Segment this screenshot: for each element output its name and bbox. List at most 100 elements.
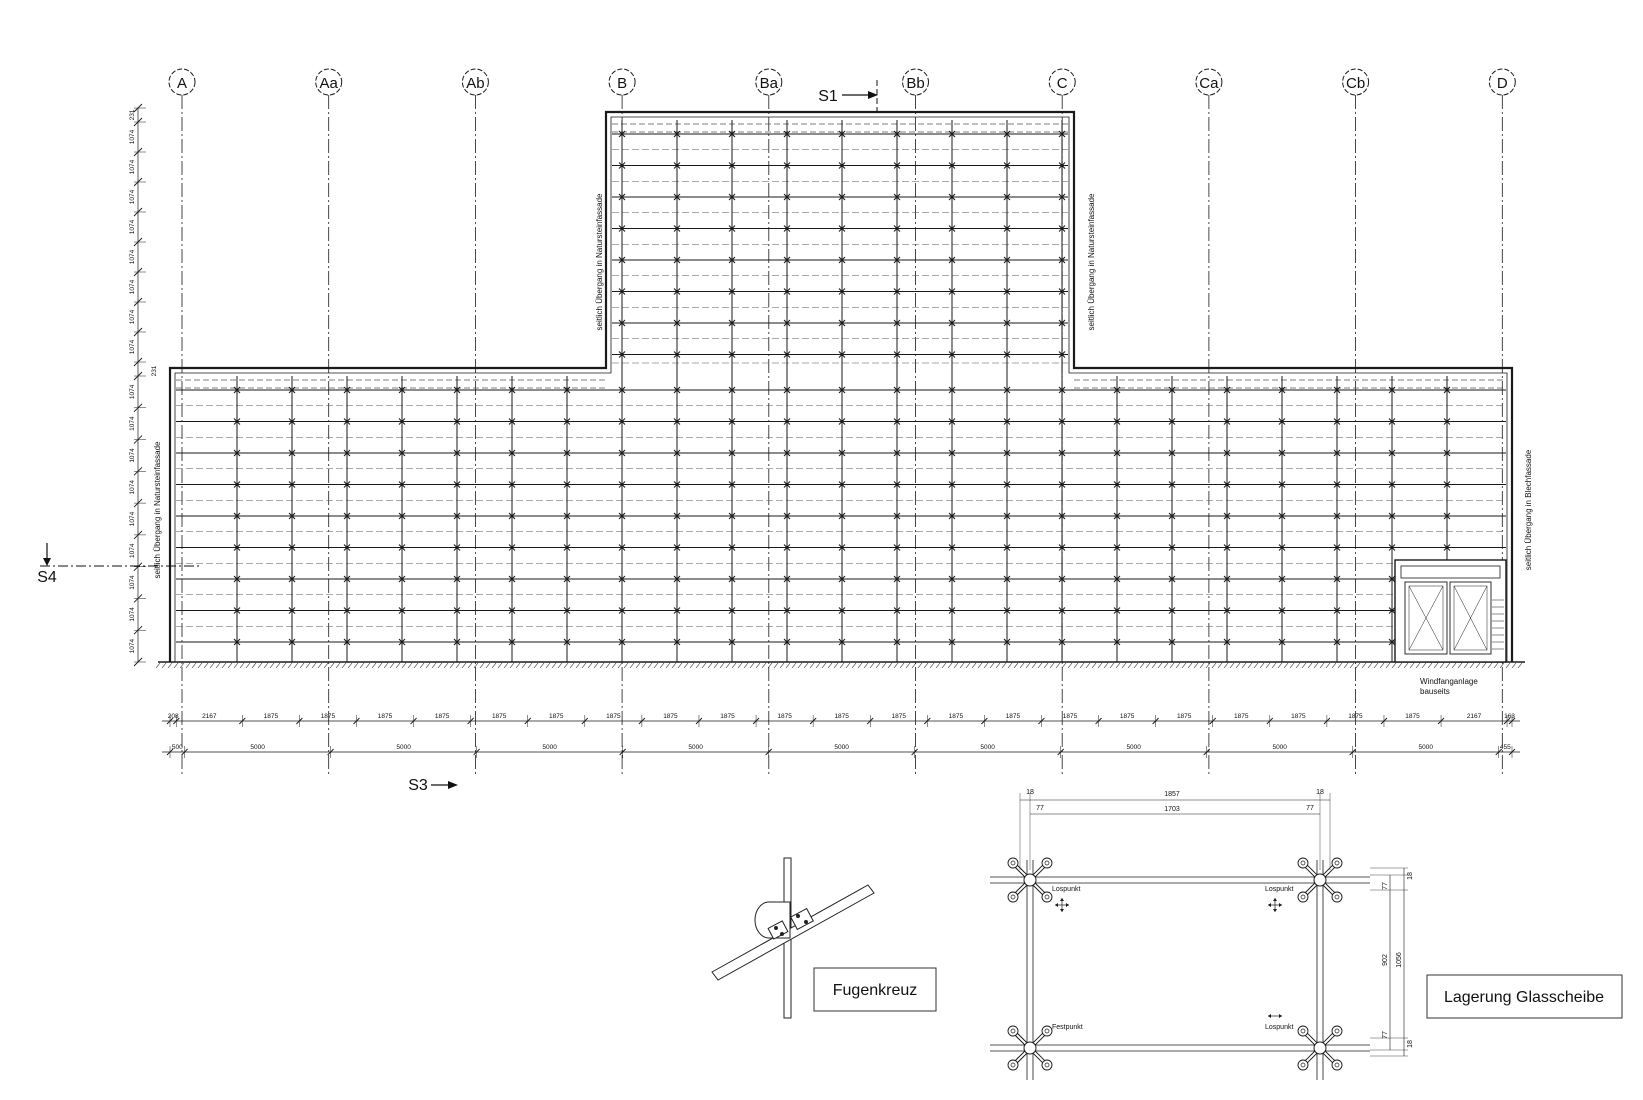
fitting-cross-marker (233, 481, 241, 488)
fitting-cross-marker (783, 193, 791, 201)
dim-segment-label: 5000 (834, 744, 849, 751)
fitting-cross-marker (233, 638, 241, 646)
vdim-low-row: 1074 (129, 511, 136, 526)
fitting-cross-marker (1113, 418, 1121, 425)
fitting-cross-marker (1168, 386, 1176, 394)
glass-panel-grid (176, 120, 1506, 662)
fitting-cross-marker (1168, 638, 1176, 646)
vdim-tower-row: 1074 (129, 339, 136, 354)
point-label-bottom-right: Lospunkt (1265, 1024, 1293, 1031)
fitting-cross-marker (728, 351, 736, 358)
fitting-cross-marker (948, 351, 956, 358)
fitting-cross-marker (1388, 575, 1396, 583)
dim-segment-label: 5000 (1126, 744, 1141, 751)
dim-right-77-bottom: 77 (1382, 1031, 1389, 1039)
fitting-cross-marker (1333, 481, 1341, 488)
facade-elevation (155, 110, 1525, 669)
fitting-cross-marker (1058, 512, 1066, 520)
grid-axis-label: Cb (1346, 75, 1365, 92)
fitting-cross-marker (288, 607, 296, 614)
fitting-cross-marker (1003, 319, 1011, 327)
section-label-s4: S4 (37, 569, 57, 586)
dim-902: 902 (1382, 954, 1389, 966)
fitting-cross-marker (948, 256, 956, 264)
dim-segment-label: 500 (172, 744, 183, 751)
facade-outline (168, 110, 1514, 662)
fitting-cross-marker (783, 512, 791, 520)
dim-18-left: 18 (1026, 789, 1034, 796)
fitting-cross-marker (783, 607, 791, 614)
fitting-cross-marker (453, 575, 461, 583)
entrance-note-line2: bauseits (1420, 687, 1450, 696)
dim-segment-label: 1875 (1006, 713, 1021, 720)
dim-segment-label: 1875 (321, 713, 336, 720)
dim-segment-label: 1875 (1063, 713, 1078, 720)
fitting-cross-marker (343, 386, 351, 394)
fitting-cross-marker (783, 319, 791, 327)
fitting-cross-marker (288, 481, 296, 488)
dim-segment-label: 1875 (1120, 713, 1135, 720)
fitting-cross-marker (1388, 386, 1396, 394)
fitting-cross-marker (1333, 386, 1341, 394)
section-label-s1: S1 (818, 88, 838, 105)
grid-axis-label: Ca (1199, 75, 1219, 92)
grid-axis-ca: Ca (1195, 68, 1223, 775)
vdim-low-row: 1074 (129, 384, 136, 399)
fitting-cross-marker (728, 288, 736, 295)
fitting-cross-marker (948, 288, 956, 295)
fitting-cross-marker (1003, 638, 1011, 646)
section-marker-s1: S1 (818, 80, 878, 112)
fitting-cross-marker (1003, 130, 1011, 138)
fitting-cross-marker (1168, 544, 1176, 551)
fitting-cross-marker (673, 544, 681, 551)
fitting-cross-marker (233, 386, 241, 394)
fitting-cross-marker (728, 319, 736, 327)
fitting-cross-marker (948, 162, 956, 169)
fitting-cross-marker (453, 607, 461, 614)
fitting-cross-marker (1388, 512, 1396, 520)
fitting-cross-marker (1113, 449, 1121, 457)
fitting-cross-marker (1443, 544, 1451, 551)
fitting-cross-marker (838, 162, 846, 169)
vdim-tower-row: 1074 (129, 189, 136, 204)
fitting-cross-marker (1113, 481, 1121, 488)
fitting-cross-marker (893, 481, 901, 488)
dim-segment-label: 2167 (202, 713, 217, 720)
dim-segment-label: 5000 (980, 744, 995, 751)
fitting-cross-marker (728, 386, 736, 394)
fitting-cross-marker (398, 386, 406, 394)
fitting-cross-marker (343, 607, 351, 614)
fitting-cross-marker (673, 575, 681, 583)
fitting-cross-marker (398, 607, 406, 614)
fitting-cross-marker (1168, 512, 1176, 520)
fitting-cross-marker (893, 319, 901, 327)
fitting-cross-marker (728, 512, 736, 520)
dim-1056: 1056 (1396, 952, 1403, 968)
fitting-cross-marker (673, 162, 681, 169)
fitting-cross-marker (1223, 386, 1231, 394)
fitting-cross-marker (1278, 512, 1286, 520)
fitting-cross-marker (948, 607, 956, 614)
fitting-cross-marker (1003, 481, 1011, 488)
dim-segment-label: 455 (1500, 744, 1511, 751)
fitting-cross-marker (1113, 607, 1121, 614)
lagerung-illustration (990, 793, 1408, 1080)
fitting-cross-marker (618, 638, 626, 646)
fitting-cross-marker (948, 575, 956, 583)
fitting-cross-marker (1003, 256, 1011, 264)
fitting-cross-marker (508, 607, 516, 614)
side-note-left: seitlich Übergang in Natursteinfassade (153, 441, 162, 579)
fitting-cross-marker (893, 575, 901, 583)
fitting-cross-marker (1443, 481, 1451, 488)
fugenkreuz-label-box (813, 967, 937, 1012)
point-label-top-left: Lospunkt (1052, 886, 1080, 893)
fitting-cross-marker (618, 544, 626, 551)
fitting-cross-marker (1168, 481, 1176, 488)
fitting-cross-marker (508, 512, 516, 520)
fitting-cross-marker (673, 256, 681, 264)
fitting-cross-marker (618, 351, 626, 358)
fitting-cross-marker (233, 607, 241, 614)
fitting-cross-marker (618, 512, 626, 520)
fitting-cross-marker (508, 449, 516, 457)
vdim-low-row: 1074 (129, 575, 136, 590)
